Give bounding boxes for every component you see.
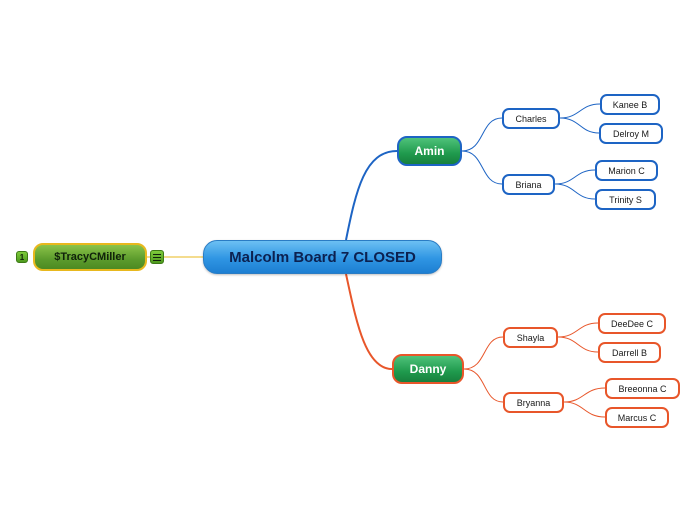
branch-amin-label: Amin — [414, 144, 445, 158]
central-topic[interactable]: Malcolm Board 7 CLOSED — [203, 240, 442, 274]
subtopic-label: Shayla — [516, 332, 545, 343]
leaf-label: Breeonna C — [618, 383, 667, 394]
branch-danny[interactable]: Danny — [392, 354, 464, 384]
leaf-label: Delroy M — [612, 128, 649, 139]
leaf-label: DeeDee C — [610, 318, 654, 329]
subtopic-label: Charles — [515, 113, 547, 124]
branch-amin[interactable]: Amin — [397, 136, 462, 166]
link-charles-kanee — [559, 103, 601, 119]
link-danny-bryanna — [463, 368, 504, 403]
link-briana-marion — [554, 169, 596, 185]
link-charles-delroy — [559, 117, 600, 134]
central-topic-label: Malcolm Board 7 CLOSED — [229, 248, 416, 266]
subtopic-label: Bryanna — [516, 397, 551, 408]
leaf-trinity-s[interactable]: Trinity S — [595, 189, 656, 210]
leaf-label: Marion C — [608, 165, 645, 176]
leaf-label: Trinity S — [609, 194, 642, 205]
link-central-danny — [345, 273, 393, 370]
link-shayla-darrell — [557, 336, 599, 353]
subtopic-shayla[interactable]: Shayla — [503, 327, 558, 348]
topic-number-text: 1 — [19, 252, 25, 262]
leaf-deedee-c[interactable]: DeeDee C — [598, 313, 666, 334]
link-bryanna-marcus — [563, 401, 606, 418]
floating-topic-label: $TracyCMiller — [54, 251, 126, 263]
link-bryanna-breeonna — [563, 387, 606, 403]
leaf-label: Kanee B — [612, 99, 648, 110]
link-amin-charles — [461, 117, 503, 152]
branch-danny-label: Danny — [409, 362, 447, 376]
subtopic-bryanna[interactable]: Bryanna — [503, 392, 564, 413]
link-central-amin — [345, 150, 398, 241]
link-danny-shayla — [463, 336, 504, 370]
link-shayla-deedee — [557, 322, 599, 338]
subtopic-label: Briana — [515, 179, 542, 190]
leaf-label: Marcus C — [617, 412, 657, 423]
leaf-marion-c[interactable]: Marion C — [595, 160, 658, 181]
leaf-delroy-m[interactable]: Delroy M — [599, 123, 663, 144]
leaf-marcus-c[interactable]: Marcus C — [605, 407, 669, 428]
subtopic-charles[interactable]: Charles — [502, 108, 560, 129]
leaf-kanee-b[interactable]: Kanee B — [600, 94, 660, 115]
floating-topic[interactable]: $TracyCMiller — [33, 243, 147, 271]
leaf-darrell-b[interactable]: Darrell B — [598, 342, 661, 363]
subtopic-briana[interactable]: Briana — [502, 174, 555, 195]
link-amin-briana — [461, 150, 503, 185]
leaf-label: Darrell B — [611, 347, 647, 358]
topic-number-badge: 1 — [16, 251, 28, 263]
notes-icon[interactable] — [150, 250, 164, 264]
leaf-breeonna-c[interactable]: Breeonna C — [605, 378, 680, 399]
link-briana-trinity — [554, 183, 596, 200]
